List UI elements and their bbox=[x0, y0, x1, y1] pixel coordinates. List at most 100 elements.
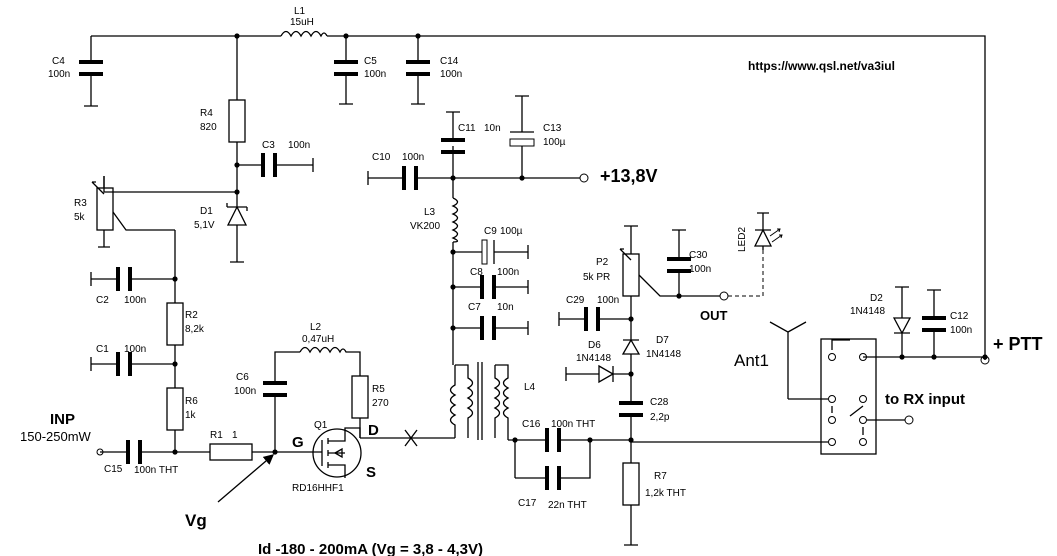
capacitor-c5: C5 100n bbox=[334, 36, 386, 105]
capacitor-c16: C16 100n THT bbox=[522, 419, 595, 452]
antenna-ant1: Ant1 bbox=[734, 321, 828, 400]
inductor-l1: L1 15uH bbox=[280, 6, 328, 38]
capacitor-c10: C10 100n bbox=[367, 152, 580, 190]
svg-text:Q1: Q1 bbox=[314, 420, 328, 431]
svg-text:L2: L2 bbox=[310, 322, 322, 333]
svg-text:C11: C11 bbox=[458, 123, 476, 134]
svg-text:270: 270 bbox=[372, 398, 389, 409]
capacitor-c3: C3 100n bbox=[237, 140, 314, 177]
ptt-terminal: + PTT bbox=[980, 334, 1043, 365]
svg-text:100n: 100n bbox=[364, 69, 386, 80]
inductor-l2: L2 0,47uH bbox=[299, 322, 361, 376]
vg-probe: Vg bbox=[185, 454, 274, 530]
svg-text:C16: C16 bbox=[522, 419, 541, 430]
svg-text:R6: R6 bbox=[185, 396, 198, 407]
svg-text:C8: C8 bbox=[470, 267, 483, 278]
svg-text:RD16HHF1: RD16HHF1 bbox=[292, 483, 344, 494]
svg-text:100n: 100n bbox=[124, 295, 146, 306]
svg-text:100n THT: 100n THT bbox=[551, 419, 595, 430]
svg-text:Ant1: Ant1 bbox=[734, 351, 769, 370]
svg-text:1N4148: 1N4148 bbox=[850, 306, 885, 317]
resistor-r2: R2 8,2k bbox=[166, 302, 205, 346]
svg-text:0,47uH: 0,47uH bbox=[302, 334, 334, 345]
svg-text:22n THT: 22n THT bbox=[548, 500, 587, 511]
svg-text:C2: C2 bbox=[96, 295, 109, 306]
svg-text:OUT: OUT bbox=[700, 308, 728, 323]
capacitor-c2: C2 100n bbox=[90, 267, 175, 306]
svg-text:L1: L1 bbox=[294, 6, 306, 17]
out-terminal: OUT bbox=[700, 250, 764, 323]
svg-text:C14: C14 bbox=[440, 56, 459, 67]
capacitor-c7: C7 10n bbox=[453, 302, 529, 340]
svg-text:5k: 5k bbox=[74, 212, 86, 223]
rx-label: to RX input bbox=[885, 391, 965, 408]
svg-text:C15: C15 bbox=[104, 464, 123, 475]
svg-text:8,2k: 8,2k bbox=[185, 324, 205, 335]
svg-text:D2: D2 bbox=[870, 293, 883, 304]
svg-text:D: D bbox=[368, 422, 379, 439]
svg-text:150-250mW: 150-250mW bbox=[20, 429, 92, 444]
capacitor-c12: C12 100n bbox=[922, 289, 972, 357]
capacitor-c11: C11 10n bbox=[441, 111, 501, 154]
svg-text:100n: 100n bbox=[48, 69, 70, 80]
svg-text:C3: C3 bbox=[262, 140, 275, 151]
resistor-r1: R1 1 bbox=[209, 430, 253, 461]
trimmer-r3: R3 5k bbox=[74, 176, 175, 248]
capacitor-c4: C4 100n bbox=[48, 36, 103, 107]
svg-text:C13: C13 bbox=[543, 123, 562, 134]
svg-text:10n: 10n bbox=[497, 302, 514, 313]
svg-text:1N4148: 1N4148 bbox=[646, 349, 681, 360]
svg-text:Vg: Vg bbox=[185, 511, 207, 530]
capacitor-c29: C29 100n bbox=[558, 295, 631, 331]
svg-text:100n: 100n bbox=[689, 264, 711, 275]
svg-text:C28: C28 bbox=[650, 397, 669, 408]
capacitor-c1: C1 100n bbox=[90, 344, 175, 376]
supply-terminal: +13,8V bbox=[579, 166, 658, 186]
svg-text:100n: 100n bbox=[440, 69, 462, 80]
capacitor-c13: C13 100µ bbox=[509, 95, 566, 178]
svg-text:100n: 100n bbox=[950, 325, 972, 336]
svg-text:1k: 1k bbox=[185, 410, 197, 421]
svg-text:C4: C4 bbox=[52, 56, 65, 67]
svg-text:5k PR: 5k PR bbox=[583, 272, 610, 283]
svg-text:G: G bbox=[292, 434, 304, 451]
svg-text:100n: 100n bbox=[597, 295, 619, 306]
svg-text:S: S bbox=[366, 464, 376, 481]
svg-text:VK200: VK200 bbox=[410, 221, 440, 232]
svg-text:C7: C7 bbox=[468, 302, 481, 313]
svg-text:+ PTT: + PTT bbox=[993, 334, 1043, 354]
svg-text:L4: L4 bbox=[524, 382, 536, 393]
svg-text:R2: R2 bbox=[185, 310, 198, 321]
svg-text:100n THT: 100n THT bbox=[134, 465, 178, 476]
zener-d1: D1 5,1V bbox=[194, 165, 248, 263]
input-section: INP 150-250mW C15 100n THT bbox=[20, 411, 290, 476]
svg-text:1N4148: 1N4148 bbox=[576, 353, 611, 364]
diode-d7: D7 1N4148 bbox=[621, 319, 681, 374]
svg-text:100µ: 100µ bbox=[543, 137, 566, 148]
capacitor-c17: C17 22n THT bbox=[515, 440, 591, 511]
inductor-l3: L3 VK200 bbox=[410, 197, 459, 243]
svg-text:C29: C29 bbox=[566, 295, 585, 306]
svg-text:10n: 10n bbox=[484, 123, 501, 134]
resistor-r6: R6 1k bbox=[166, 387, 198, 431]
svg-text:C5: C5 bbox=[364, 56, 377, 67]
svg-text:INP: INP bbox=[50, 411, 75, 428]
svg-text:R3: R3 bbox=[74, 198, 87, 209]
svg-text:1,2k THT: 1,2k THT bbox=[645, 488, 686, 499]
trimmer-p2: P2 5k PR bbox=[583, 225, 720, 319]
svg-text:100µ: 100µ bbox=[500, 226, 523, 237]
svg-text:1: 1 bbox=[232, 430, 238, 441]
svg-text:LED2: LED2 bbox=[737, 227, 748, 252]
svg-text:R1: R1 bbox=[210, 430, 223, 441]
capacitor-c30: C30 100n bbox=[667, 229, 711, 296]
url-text: https://www.qsl.net/va3iul bbox=[748, 59, 895, 73]
capacitor-c8: C8 100n bbox=[453, 267, 529, 299]
svg-text:100n: 100n bbox=[497, 267, 519, 278]
svg-text:D1: D1 bbox=[200, 206, 213, 217]
svg-text:C10: C10 bbox=[372, 152, 391, 163]
mosfet-q1: Q1 RD16HHF1 G D S bbox=[290, 420, 395, 494]
svg-text:R4: R4 bbox=[200, 108, 213, 119]
svg-text:100n: 100n bbox=[124, 344, 146, 355]
svg-text:L3: L3 bbox=[424, 207, 436, 218]
